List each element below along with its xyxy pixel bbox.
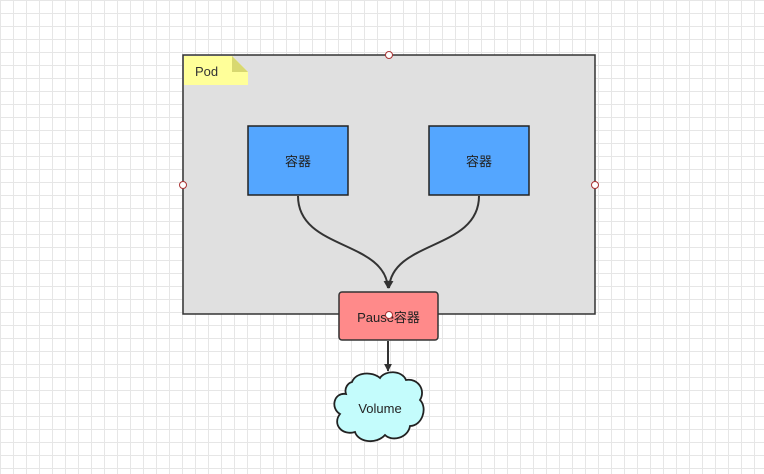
handle-left[interactable] <box>179 181 187 189</box>
volume-cloud[interactable] <box>333 371 425 442</box>
connector-left-to-pause[interactable] <box>297 195 392 289</box>
pod-note <box>184 56 248 85</box>
pause-container-box[interactable] <box>338 291 439 341</box>
container-box-left[interactable] <box>247 125 349 196</box>
pod-box[interactable] <box>182 54 596 315</box>
handle-right[interactable] <box>591 181 599 189</box>
handle-top[interactable] <box>385 51 393 59</box>
container-box-right[interactable] <box>428 125 530 196</box>
connector-right-to-pause[interactable] <box>385 195 480 289</box>
